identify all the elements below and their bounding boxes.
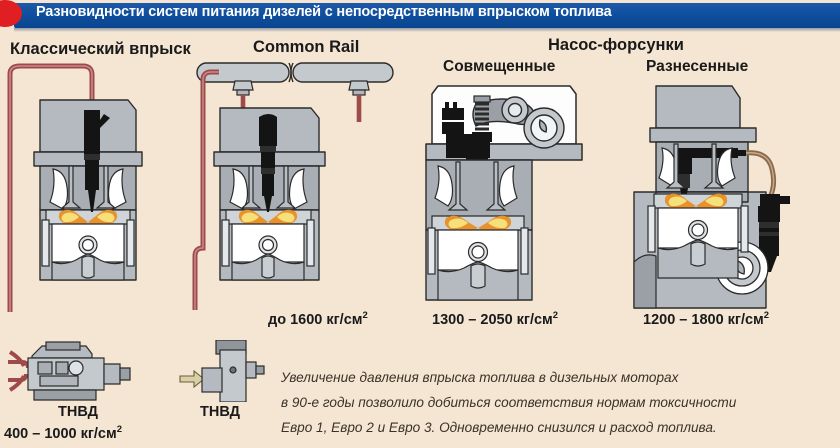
header-shadow	[14, 28, 840, 32]
pressure-common-rail-exponent: 2	[362, 310, 368, 321]
pressure-common-rail: до 1600 кг/см2	[268, 310, 368, 328]
label-pump-left: ТНВД	[58, 404, 98, 420]
pressure-pump-classic-value: 400 – 1000 кг/см	[4, 425, 117, 442]
header-bar	[14, 3, 840, 28]
pressure-combined: 1300 – 2050 кг/см2	[432, 310, 558, 328]
page-title: Разновидности систем питания дизелей с н…	[36, 4, 612, 20]
diagram-pump-common-rail	[179, 340, 265, 402]
label-pump-right: ТНВД	[200, 404, 240, 420]
pressure-combined-exponent: 2	[552, 310, 559, 321]
pressure-pump-classic-exponent: 2	[116, 424, 123, 435]
fuel-line-rail-supply	[192, 69, 219, 310]
column-title-classic: Классический впрыск	[10, 40, 191, 58]
diagram-pump-classic	[8, 341, 131, 401]
diagram-classic-injection	[7, 63, 143, 312]
footer-note-line-2: в 90-е годы позволило добиться соответст…	[281, 395, 737, 410]
diagram-combined-unit-injector	[425, 85, 583, 301]
column-subtitle-combined: Совмещенные	[443, 58, 556, 75]
pressure-combined-value: 1300 – 2050 кг/см	[432, 311, 553, 328]
pressure-pump-classic: 400 – 1000 кг/см2	[4, 424, 122, 442]
footer-note-line-1: Увеличение давления впрыска топлива в ди…	[281, 370, 679, 385]
pressure-separated: 1200 – 1800 кг/см2	[643, 310, 769, 328]
footer-note: Увеличение давления впрыска топлива в ди…	[281, 365, 837, 440]
diagram-common-rail	[192, 62, 394, 310]
diagram-separated-unit-injector	[633, 85, 790, 309]
pressure-separated-value: 1200 – 1800 кг/см	[643, 311, 764, 328]
red-circle-icon	[0, 0, 22, 27]
footer-note-line-3: Евро 1, Евро 2 и Евро 3. Одновременно сн…	[281, 420, 717, 435]
column-title-unit-injector: Насос-форсунки	[548, 36, 684, 54]
column-title-common-rail: Common Rail	[253, 38, 360, 56]
pressure-separated-exponent: 2	[763, 310, 770, 321]
column-subtitle-separated: Разнесенные	[646, 58, 749, 75]
pressure-common-rail-value: до 1600 кг/см	[268, 311, 363, 328]
